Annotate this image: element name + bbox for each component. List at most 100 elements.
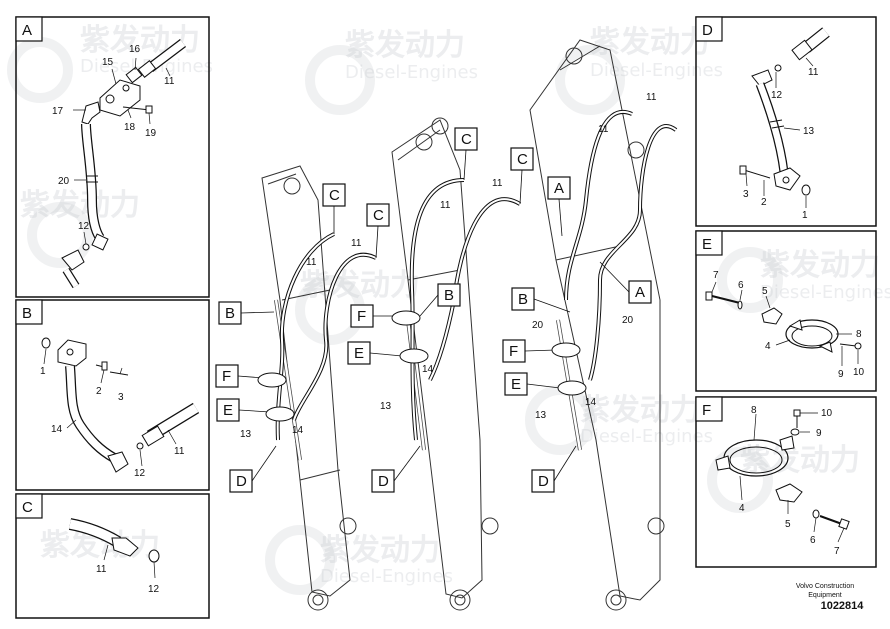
svg-text:C: C (373, 207, 384, 224)
part-label: 9 (816, 428, 822, 439)
part-label: 13 (803, 126, 815, 137)
part-label: 12 (148, 584, 160, 595)
svg-text:F: F (222, 368, 231, 385)
panel-b-letter: B (22, 305, 32, 322)
part-label: 3 (118, 392, 124, 403)
part-label: 11 (808, 67, 819, 78)
watermark-cn: 紫发动力 (590, 25, 710, 60)
drawing-code: 1022814 (821, 600, 865, 612)
part-label: 13 (240, 429, 252, 440)
watermark-en: Diesel-Engines (345, 62, 478, 83)
callout-f: F F F (215, 304, 526, 388)
part-label: 18 (124, 122, 136, 133)
part-label: 19 (145, 128, 157, 139)
panel-e: E 7 6 5 8 4 9 10 (695, 230, 877, 392)
watermark-cn: 紫发动力 (740, 443, 860, 478)
watermark-cn: 紫发动力 (345, 28, 465, 63)
brand-line-1: Volvo Construction (796, 583, 854, 590)
part-label: 20 (622, 315, 634, 326)
callout-e: E E E (216, 341, 528, 422)
callout-c: C C C C (322, 127, 534, 227)
callout-b: B B B (218, 283, 535, 325)
part-label: 8 (856, 329, 862, 340)
panel-d-letter: D (702, 22, 713, 39)
watermark-en: Diesel-Engines (580, 426, 713, 447)
part-label: 12 (78, 221, 90, 232)
part-label: 1 (802, 210, 808, 221)
part-label: 5 (762, 286, 768, 297)
part-label: 11 (598, 124, 609, 135)
part-label: 2 (761, 197, 767, 208)
watermark-en: Diesel-Engines (590, 60, 723, 81)
svg-text:C: C (517, 151, 528, 168)
part-label: 14 (585, 397, 597, 408)
callout-d: D D D (229, 469, 555, 493)
watermark-cn: 紫发动力 (20, 188, 140, 223)
watermark-en: Diesel-Engines (320, 566, 453, 587)
part-label: 14 (422, 364, 434, 375)
panel-b: B 1 2 3 14 12 11 (15, 299, 210, 491)
part-label: 11 (351, 238, 362, 249)
main-labels: 11 11 11 11 11 11 13 13 13 14 14 14 20 2… (240, 92, 657, 440)
svg-text:F: F (509, 343, 518, 360)
part-label: 11 (492, 178, 503, 189)
svg-text:C: C (329, 187, 340, 204)
watermark-cn: 紫发动力 (300, 268, 420, 303)
svg-text:C: C (461, 131, 472, 148)
part-label: 16 (129, 44, 141, 55)
svg-text:B: B (225, 305, 235, 322)
watermark-en: Diesel-Engines (760, 282, 890, 303)
panel-e-letter: E (702, 236, 712, 253)
part-label: 3 (743, 189, 749, 200)
arm-drawings (261, 39, 665, 611)
part-label: 11 (96, 564, 107, 575)
part-label: 14 (292, 425, 304, 436)
svg-text:B: B (518, 291, 528, 308)
part-label: 7 (834, 546, 840, 557)
svg-text:A: A (635, 284, 645, 301)
svg-text:D: D (236, 473, 247, 490)
part-label: 10 (853, 367, 865, 378)
part-label: 4 (739, 503, 745, 514)
footer: Volvo Construction Equipment 1022814 (796, 583, 864, 612)
panel-a-letter: A (22, 22, 32, 39)
watermark-cn: 紫发动力 (320, 533, 440, 568)
part-label: 9 (838, 369, 844, 380)
part-label: 15 (102, 57, 114, 68)
part-label: 17 (52, 106, 64, 117)
svg-text:F: F (357, 308, 366, 325)
part-label: 11 (164, 76, 175, 87)
part-label: 5 (785, 519, 791, 530)
part-label: 20 (58, 176, 70, 187)
svg-text:D: D (378, 473, 389, 490)
part-label: 7 (713, 270, 719, 281)
part-label: 12 (771, 90, 783, 101)
svg-text:E: E (511, 376, 521, 393)
brand-line-2: Equipment (808, 592, 842, 599)
part-label: 1 (40, 366, 46, 377)
part-label: 2 (96, 386, 102, 397)
part-label: 6 (810, 535, 816, 546)
svg-text:B: B (444, 287, 454, 304)
part-label: 4 (765, 341, 771, 352)
part-label: 6 (738, 280, 744, 291)
panel-f: F 8 10 9 4 5 6 7 (695, 396, 877, 568)
svg-text:A: A (554, 180, 564, 197)
svg-text:D: D (538, 473, 549, 490)
panel-d: D 11 12 13 3 2 1 (695, 16, 877, 227)
panel-c-letter: C (22, 499, 33, 516)
watermark-cn: 紫发动力 (580, 393, 700, 428)
part-label: 11 (174, 446, 185, 457)
svg-text:E: E (354, 345, 364, 362)
part-label: 8 (751, 405, 757, 416)
panel-a: A 15 16 (15, 16, 210, 298)
callouts: C C C C A A B B B F F F (215, 127, 652, 493)
watermark-cn: 紫发动力 (760, 248, 880, 283)
svg-text:E: E (223, 402, 233, 419)
part-label: 11 (440, 200, 451, 211)
part-label: 11 (306, 257, 317, 268)
part-label: 13 (380, 401, 392, 412)
part-label: 20 (532, 320, 544, 331)
panel-c: C 11 12 (15, 493, 210, 619)
